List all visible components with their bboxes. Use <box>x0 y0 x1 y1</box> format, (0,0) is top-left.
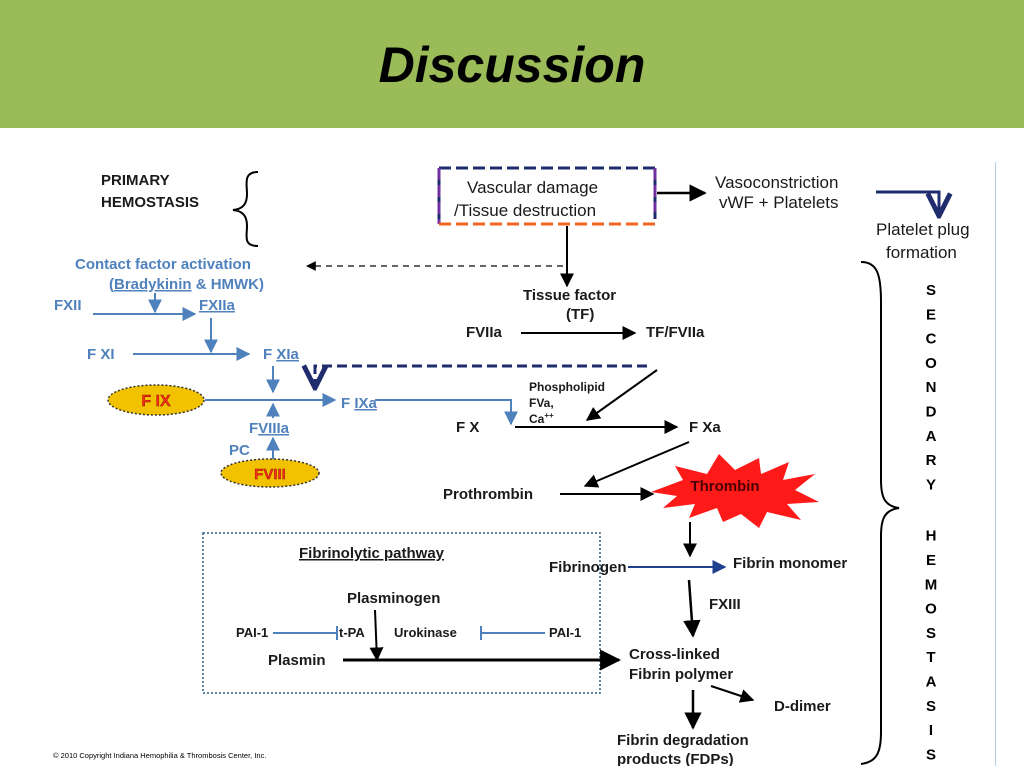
fviiia: FVIIIa <box>249 420 290 437</box>
phospholipid: Phospholipid <box>529 380 605 394</box>
vascular-line1: Vascular damage <box>467 178 598 197</box>
secondary-letter: D <box>926 404 937 421</box>
urokinase: Urokinase <box>394 625 457 640</box>
arrow-fixa-to-fx <box>375 399 518 426</box>
fix-label: F IX <box>141 393 171 410</box>
secondary-letter: T <box>926 649 935 666</box>
fibrinogen: Fibrinogen <box>549 559 627 576</box>
primary-brace <box>232 171 259 247</box>
fix-oval <box>107 384 205 416</box>
arrow-to-crosslinked <box>683 579 701 638</box>
secondary-letter: H <box>926 528 937 545</box>
slide-title: Discussion <box>378 37 646 93</box>
secondary-letter: R <box>926 452 937 469</box>
fxii: FXII <box>54 297 82 314</box>
secondary-letter: S <box>926 698 936 715</box>
fdp-line2: products (FDPs) <box>617 751 734 766</box>
copyright: © 2010 Copyright Indiana Hemophilia & Th… <box>53 751 266 760</box>
secondary-letter: E <box>926 552 936 569</box>
pai1-right: PAI-1 <box>549 625 581 640</box>
secondary-letter: Y <box>926 476 936 493</box>
fibrinolytic-box <box>202 532 601 694</box>
primary-label-line1: PRIMARY <box>101 172 170 189</box>
vasoconstriction-line2: vWF + Platelets <box>719 193 839 212</box>
secondary-letter: M <box>925 576 938 593</box>
crosslinked-line2: Fibrin polymer <box>629 666 733 683</box>
pc-label: PC <box>229 442 250 459</box>
arrow-to-platelet-plug <box>876 190 939 216</box>
primary-label-line2: HEMOSTASIS <box>101 194 199 211</box>
fxia: F XIa <box>263 346 300 363</box>
fibrin-monomer: Fibrin monomer <box>733 555 847 572</box>
dashed-tf-to-fixa <box>315 366 647 388</box>
secondary-letter: S <box>926 625 936 642</box>
tissue-factor: Tissue factor <box>523 287 616 304</box>
fxa: F Xa <box>689 419 721 436</box>
secondary-brace <box>860 261 900 765</box>
prothrombin: Prothrombin <box>443 486 533 503</box>
secondary-letter: A <box>926 428 937 445</box>
fdp-line1: Fibrin degradation <box>617 732 749 749</box>
platelet-plug-line2: formation <box>886 243 957 262</box>
title-banner <box>0 0 1024 128</box>
secondary-letter: C <box>926 331 937 348</box>
secondary-letter: S <box>926 746 936 763</box>
secondary-letter: O <box>925 355 937 372</box>
calcium: Ca++ <box>529 411 554 426</box>
fviii-oval <box>220 458 320 488</box>
tf-abbrev: (TF) <box>566 306 594 323</box>
arrow-tffviia-to-fx <box>585 369 658 421</box>
fviia: FVIIa <box>466 324 503 341</box>
fxiii: FXIII <box>709 596 741 613</box>
secondary-letter: I <box>929 722 933 739</box>
secondary-letter: N <box>926 379 937 396</box>
diagram-panel: PRIMARY HEMOSTASIS Vascular damage /Tiss… <box>43 162 996 766</box>
secondary-letter: E <box>926 306 936 323</box>
fviii-label: FVIII <box>254 466 286 483</box>
pai1-left: PAI-1 <box>236 625 268 640</box>
arrow-plasminogen-to-plasmin <box>369 609 384 662</box>
platelet-plug-line1: Platelet plug <box>876 220 970 239</box>
contact-factor-activation: Contact factor activation <box>75 256 251 273</box>
secondary-letter: A <box>926 674 937 691</box>
fixa: F IXa <box>341 395 378 412</box>
arrow-to-ddimer <box>710 685 755 703</box>
bradykinin-hmwk: (Bradykinin & HMWK) <box>109 276 264 293</box>
thrombin-label: Thrombin <box>690 478 759 495</box>
fx: F X <box>456 419 479 436</box>
arrow-fxa-to-prothrombin <box>583 441 690 488</box>
secondary-letter: S <box>926 282 936 299</box>
vascular-line2: /Tissue destruction <box>454 201 596 220</box>
coagulation-cascade-diagram: PRIMARY HEMOSTASIS Vascular damage /Tiss… <box>53 166 970 766</box>
thrombin-burst <box>651 454 819 528</box>
fibrinolytic-title: Fibrinolytic pathway <box>299 545 445 562</box>
tpa: t-PA <box>339 625 365 640</box>
secondary-letter: O <box>925 601 937 618</box>
fva: FVa, <box>529 396 554 410</box>
fxiia: FXIIa <box>199 297 236 314</box>
crosslinked-line1: Cross-linked <box>629 646 720 663</box>
tf-fviia: TF/FVIIa <box>646 324 705 341</box>
plasmin: Plasmin <box>268 652 326 669</box>
plasminogen: Plasminogen <box>347 590 440 607</box>
vasoconstriction-line1: Vasoconstriction <box>715 173 838 192</box>
fxi: F XI <box>87 346 115 363</box>
ddimer: D-dimer <box>774 698 831 715</box>
